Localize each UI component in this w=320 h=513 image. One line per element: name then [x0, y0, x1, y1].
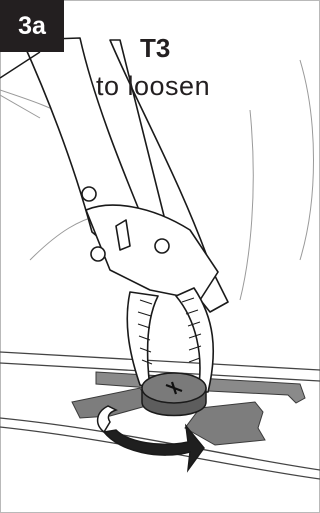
pivot-rivet-3	[155, 239, 169, 253]
counterclockwise-arrow-icon	[98, 406, 204, 470]
pivot-rivet-2	[91, 247, 105, 261]
step-number-badge: 3a	[0, 0, 64, 52]
tool-code-label: T3	[140, 33, 170, 64]
pivot-rivet-1	[82, 187, 96, 201]
surface-edge	[0, 352, 320, 479]
screw-cap	[142, 373, 206, 416]
pliers-lower-jaw	[127, 292, 158, 388]
instruction-text: to loosen	[96, 71, 210, 102]
